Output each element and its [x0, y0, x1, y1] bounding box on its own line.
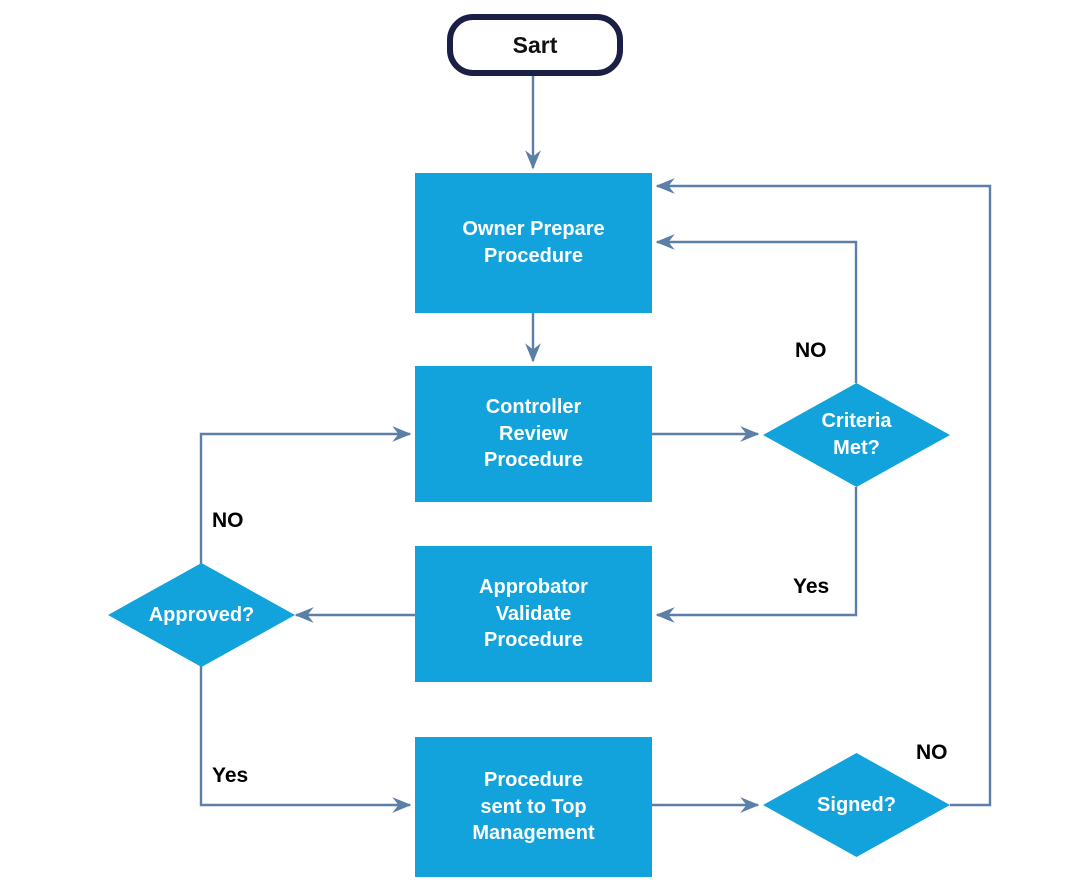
edge-label-criteria-no: NO: [795, 339, 827, 362]
node-owner-prepare-procedure[interactable]: Owner Prepare Procedure: [415, 173, 652, 313]
edge-label-approved-yes: Yes: [212, 764, 249, 787]
edge-signed-no-to-owner: [655, 178, 992, 807]
node-approved-decision[interactable]: Approved?: [108, 563, 295, 667]
node-procedure-sent-to-top-management[interactable]: Procedure sent to Top Management: [415, 737, 652, 877]
edge-criteria-yes-to-approbator: [655, 487, 858, 623]
node-approbator-validate-procedure[interactable]: Approbator Validate Procedure: [415, 546, 652, 682]
node-criteria-met-label: Criteria Met?: [821, 410, 892, 459]
edge-approved-yes-to-toptop: [199, 659, 412, 813]
node-signed-label: Signed?: [817, 793, 896, 816]
edge-criteria-no-to-owner: [655, 234, 858, 383]
node-approbator-validate-procedure-label: Approbator Validate Procedure: [479, 576, 588, 652]
node-approved-label: Approved?: [148, 603, 255, 626]
node-procedure-sent-to-top-management-label: Procedure sent to Top Management: [472, 769, 595, 845]
edge-label-approved-no: NO: [212, 509, 244, 532]
node-controller-review-procedure[interactable]: Controller Review Procedure: [415, 366, 652, 502]
node-controller-review-procedure-label: Controller Review Procedure: [484, 396, 583, 472]
node-signed-decision[interactable]: Signed?: [763, 753, 950, 857]
node-start[interactable]: Sart: [447, 14, 623, 76]
node-owner-prepare-procedure-label: Owner Prepare Procedure: [462, 218, 605, 267]
node-start-label: Sart: [512, 31, 558, 58]
edge-label-criteria-yes: Yes: [793, 575, 830, 598]
edge-approved-no-to-controller: [199, 426, 412, 572]
edge-label-signed-no: NO: [916, 741, 948, 764]
node-criteria-met-decision[interactable]: Criteria Met?: [763, 383, 950, 487]
